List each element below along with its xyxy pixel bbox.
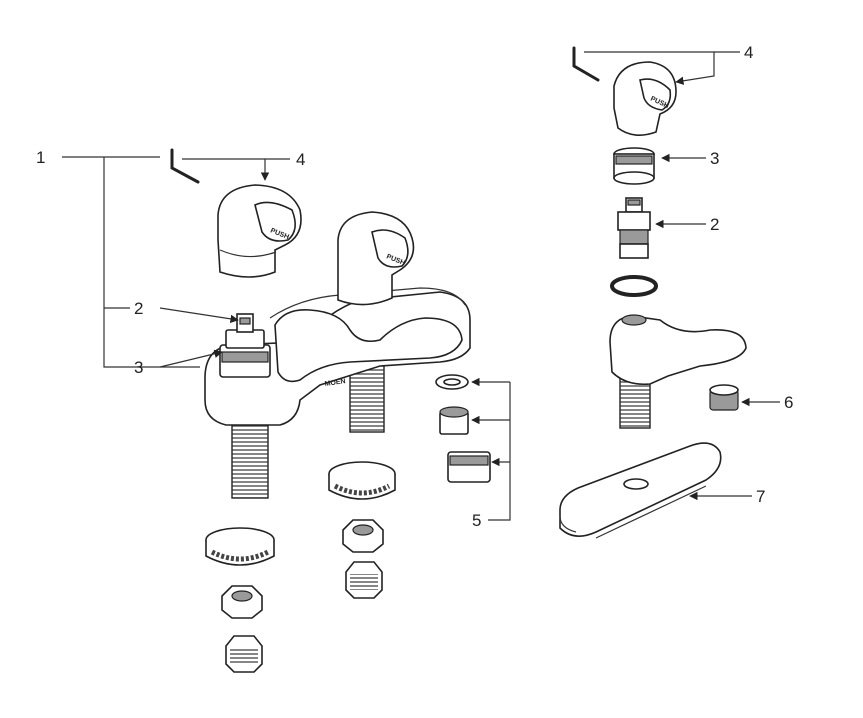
left-handle: PUSH xyxy=(217,184,302,278)
left-mounting-hardware xyxy=(205,527,275,673)
callout-3-left: 3 xyxy=(134,358,143,377)
callout-5: 5 xyxy=(472,511,481,530)
hex-key-left xyxy=(170,148,200,184)
callout-4-left: 4 xyxy=(296,150,305,169)
callout-7: 7 xyxy=(756,487,765,506)
right-faucet-assembly: PUSH xyxy=(559,46,780,539)
hex-key-right xyxy=(572,46,600,82)
handle-adapter xyxy=(613,147,655,185)
callout-labels: 1 2 3 4 5 4 3 2 6 7 xyxy=(36,43,793,530)
o-ring xyxy=(610,275,658,297)
left-shank xyxy=(231,419,269,499)
callout-2-right: 2 xyxy=(710,215,719,234)
cartridge xyxy=(617,197,651,259)
callout-4-right: 4 xyxy=(744,43,753,62)
callout-6: 6 xyxy=(784,393,793,412)
aerator xyxy=(709,384,739,411)
aerator-parts xyxy=(435,374,491,483)
callout-3-right: 3 xyxy=(710,149,719,168)
callout-2-left: 2 xyxy=(134,299,143,318)
single-body xyxy=(609,314,747,429)
single-handle: PUSH xyxy=(613,61,677,136)
right-handle: PUSH xyxy=(337,211,415,306)
brand-mark: MOEN xyxy=(324,378,346,388)
escutcheon-plate xyxy=(559,442,722,539)
left-faucet-assembly: MOEN PUSH PUSH xyxy=(62,148,511,673)
left-cartridge xyxy=(219,313,271,378)
right-mounting-hardware xyxy=(328,461,396,599)
callout-1: 1 xyxy=(36,148,45,167)
